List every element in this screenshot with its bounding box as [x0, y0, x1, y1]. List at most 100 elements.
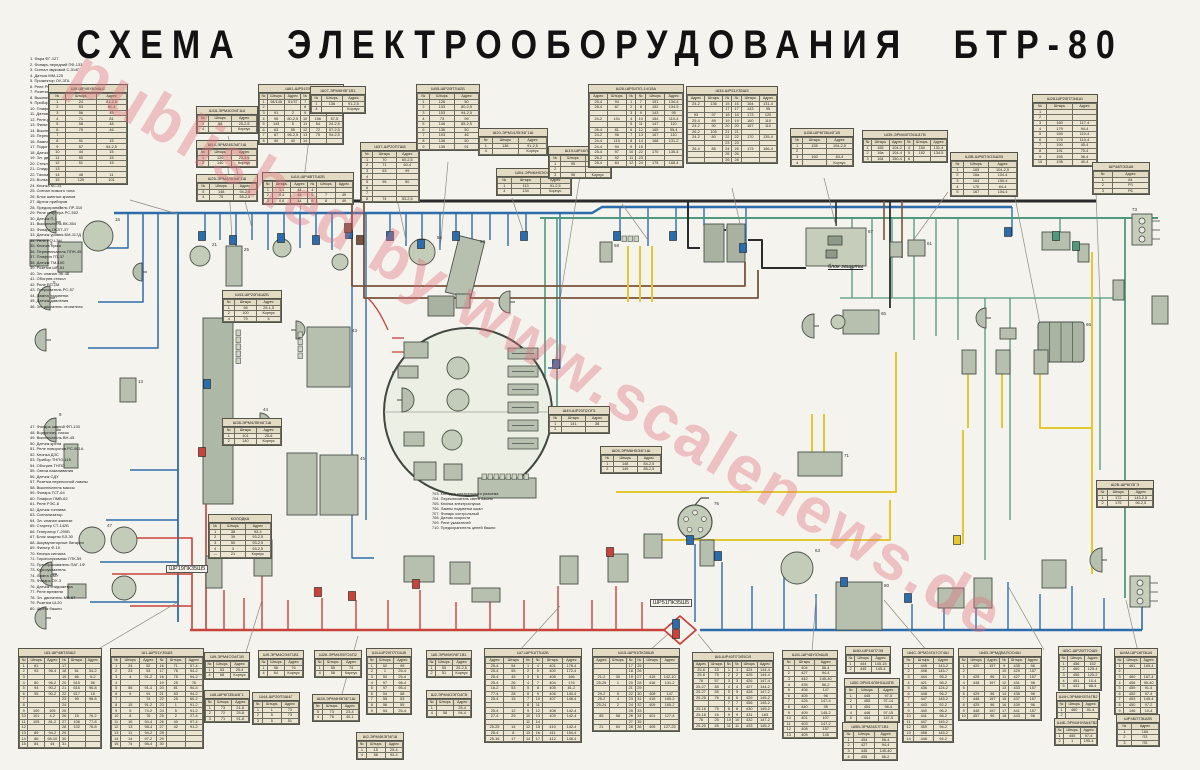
pin-table-header: Адрес: [454, 93, 479, 100]
pin-table-cell: 148: [612, 460, 638, 468]
pin-table-title: Ш5С-ШР20П7ОШ5: [1059, 647, 1101, 655]
component-label: 63: [815, 548, 821, 553]
pin-table-title: Ш15-ШР51ПК35Ш5: [593, 649, 679, 657]
pin-table-title: Ш9-ШР40У8Э4Ш2: [49, 85, 127, 93]
pin-table-header: Штырь: [428, 93, 456, 100]
pin-strip: [235, 350, 241, 357]
legend-item: 64. Эл. клапан жалюзи: [30, 517, 73, 523]
leader-line: [129, 199, 179, 215]
horn-speaker-icon: [801, 313, 815, 339]
legend-item: 31. Выключатель ВК-354: [30, 221, 76, 226]
pin-table-title: Ш43-ШР20П4Ш2Б: [223, 291, 281, 299]
pin-table-title: Ш26-ЭРМ4Л5ГО4П2: [315, 651, 361, 659]
component-box: [995, 349, 1011, 375]
horn-speaker-icon: [44, 210, 57, 234]
pin-table-cell: 14: [300, 137, 310, 145]
pin-table-cell: 16: [731, 100, 742, 108]
connector-pin: [1136, 588, 1144, 596]
component-box: [444, 235, 486, 299]
pin-strip: [235, 329, 241, 336]
legend-item: 43. Прерыватель РС-57: [30, 287, 75, 292]
wire-connector-blue: [686, 535, 694, 545]
pin-table-cell: 81-2,5: [96, 98, 127, 106]
component-box: [403, 555, 435, 583]
pin-table-cell: 3: [263, 197, 273, 205]
pin-table-cell: 150-4: [888, 155, 906, 163]
pin-table-cell: 74: [372, 195, 397, 203]
pin-table-title: Ш4-ШР20П7П1Ш5: [367, 649, 411, 657]
pin-table-cell: 5: [1058, 683, 1069, 690]
pin-table-cell: 5: [845, 715, 857, 722]
pin-table-header: Адрес: [1072, 103, 1097, 110]
distributor-contact: [692, 509, 698, 516]
pin-table-cell: 25-1,5: [256, 304, 281, 312]
pin-strip: [235, 343, 241, 350]
legend-item: 28. Предохранитель ПР-310: [30, 204, 83, 210]
pin-table-cell: 11: [732, 722, 742, 730]
legend-item: 3. Сигнал звуковой С-314Г: [30, 67, 80, 72]
pin-table-cell: 143: [740, 106, 761, 113]
legend-item: 18. Датчик ТМ-111: [30, 149, 64, 155]
note-line: 709. Реле указателей: [432, 520, 471, 526]
wire-connector-blue: [672, 619, 680, 629]
pin-table-cell: 25-4: [393, 707, 411, 714]
pin-table-title: Ш19-ШР16П7Э5: [549, 147, 611, 155]
pin-table-header: Штырь: [740, 95, 761, 102]
pin-table-cell: 110: [759, 117, 777, 124]
pin-table-cell: 1: [1063, 738, 1082, 745]
legend-item: 60. Плафон ПМВ-62: [30, 495, 68, 501]
legend-item: 26. Блок шинных кранов: [30, 193, 76, 199]
pin-table-cell: 4: [311, 106, 322, 113]
pin-table-cell: 3: [205, 715, 215, 723]
pin-strip: [633, 235, 639, 242]
pin-table-title: Ш37-ШР20П7Ш8: [361, 143, 419, 151]
component-box: [306, 326, 351, 388]
legend-item: 34. Реле РСЧ-3М: [30, 237, 62, 243]
horn-speaker-icon: [401, 387, 415, 413]
pin-table-cell: 147-5: [877, 715, 900, 722]
component-box: [63, 443, 79, 469]
wire-connector-blue: [904, 593, 912, 603]
component-callout-label: ШР19ПК35Ш5: [166, 565, 209, 573]
legend-item: 41. Обогрев стекол: [30, 276, 66, 281]
pin-table-cell: [687, 156, 705, 164]
pin-table-cell: 152: [645, 104, 666, 111]
pin-table-title: Ш49-ШР20П2ОГ5: [549, 407, 609, 415]
component-box: [889, 241, 903, 258]
pin-table-cell: 173: [740, 111, 761, 119]
pin-table-header: Адрес: [759, 95, 777, 102]
wire-connector-blue: [198, 231, 206, 241]
pin-table-title: Ш05-ШР20П7Ш2Б: [417, 85, 479, 93]
pin-table-cell: 455: [853, 753, 876, 760]
pin-table-cell: [912, 155, 932, 163]
pin-table-cell: Корпус: [231, 126, 257, 133]
pin-table-cell: 58: [64, 121, 98, 128]
legend-item: 50. Датчик крена: [30, 440, 62, 446]
pin-table-cell: [308, 137, 327, 145]
pin-table-title: Ш1-ШР51У35Ш5: [111, 649, 203, 657]
component-label: 76: [714, 501, 720, 506]
pin-table-cell: 120: [759, 111, 777, 119]
wire-connector-teal: [1052, 231, 1060, 241]
pin-table-cell: 175: [1107, 500, 1130, 507]
pin-table-cell: 13: [783, 731, 795, 739]
pin-table-cell: 11: [724, 722, 734, 730]
component-label: 25: [244, 247, 250, 252]
pin-table-title: Ш0-ЭРМ6НУ8Г1В1: [427, 651, 471, 659]
pin-table-cell: [325, 137, 344, 145]
pin-table-cell: Корпус: [244, 551, 272, 558]
pin-table-title: Ш25-ЭРМ4Л5Э4Г1Ш: [197, 175, 257, 183]
component-box: [907, 239, 926, 257]
component-box: [835, 581, 883, 631]
pin-table-cell: 4: [256, 315, 281, 323]
component-box: [827, 235, 843, 246]
component-circle: [408, 238, 436, 266]
pin-table-cell: 53-2,5: [395, 195, 420, 203]
component-circle: [78, 526, 106, 554]
